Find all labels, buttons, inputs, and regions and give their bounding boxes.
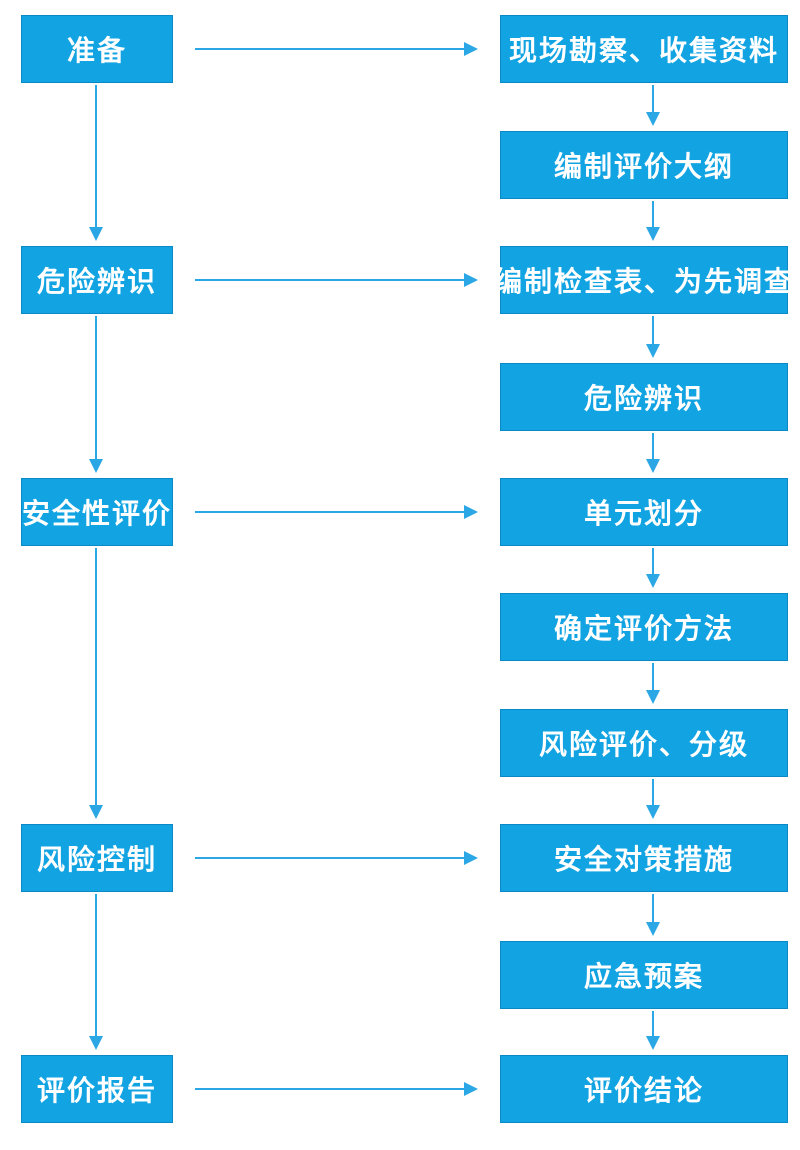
- step-box-hazard-identification: 危险辨识: [500, 363, 788, 431]
- step-box-evaluation-outline: 编制评价大纲: [500, 131, 788, 199]
- stage-box-evaluation-report: 评价报告: [21, 1055, 173, 1123]
- step-box-site-survey-data-collection: 现场勘察、收集资料: [500, 15, 788, 83]
- step-box-evaluation-method: 确定评价方法: [500, 593, 788, 661]
- stage-box-preparation: 准备: [21, 15, 173, 83]
- stage-box-hazard-identification: 危险辨识: [21, 246, 173, 314]
- stage-box-risk-control: 风险控制: [21, 824, 173, 892]
- step-box-checklist-preliminary-survey: 编制检查表、为先调查: [494, 246, 792, 314]
- step-box-risk-evaluation-grading: 风险评价、分级: [500, 709, 788, 777]
- stage-box-safety-evaluation: 安全性评价: [21, 478, 173, 546]
- step-box-evaluation-conclusion: 评价结论: [500, 1055, 788, 1123]
- step-box-unit-division: 单元划分: [500, 478, 788, 546]
- step-box-safety-countermeasures: 安全对策措施: [500, 824, 788, 892]
- step-box-emergency-plan: 应急预案: [500, 941, 788, 1009]
